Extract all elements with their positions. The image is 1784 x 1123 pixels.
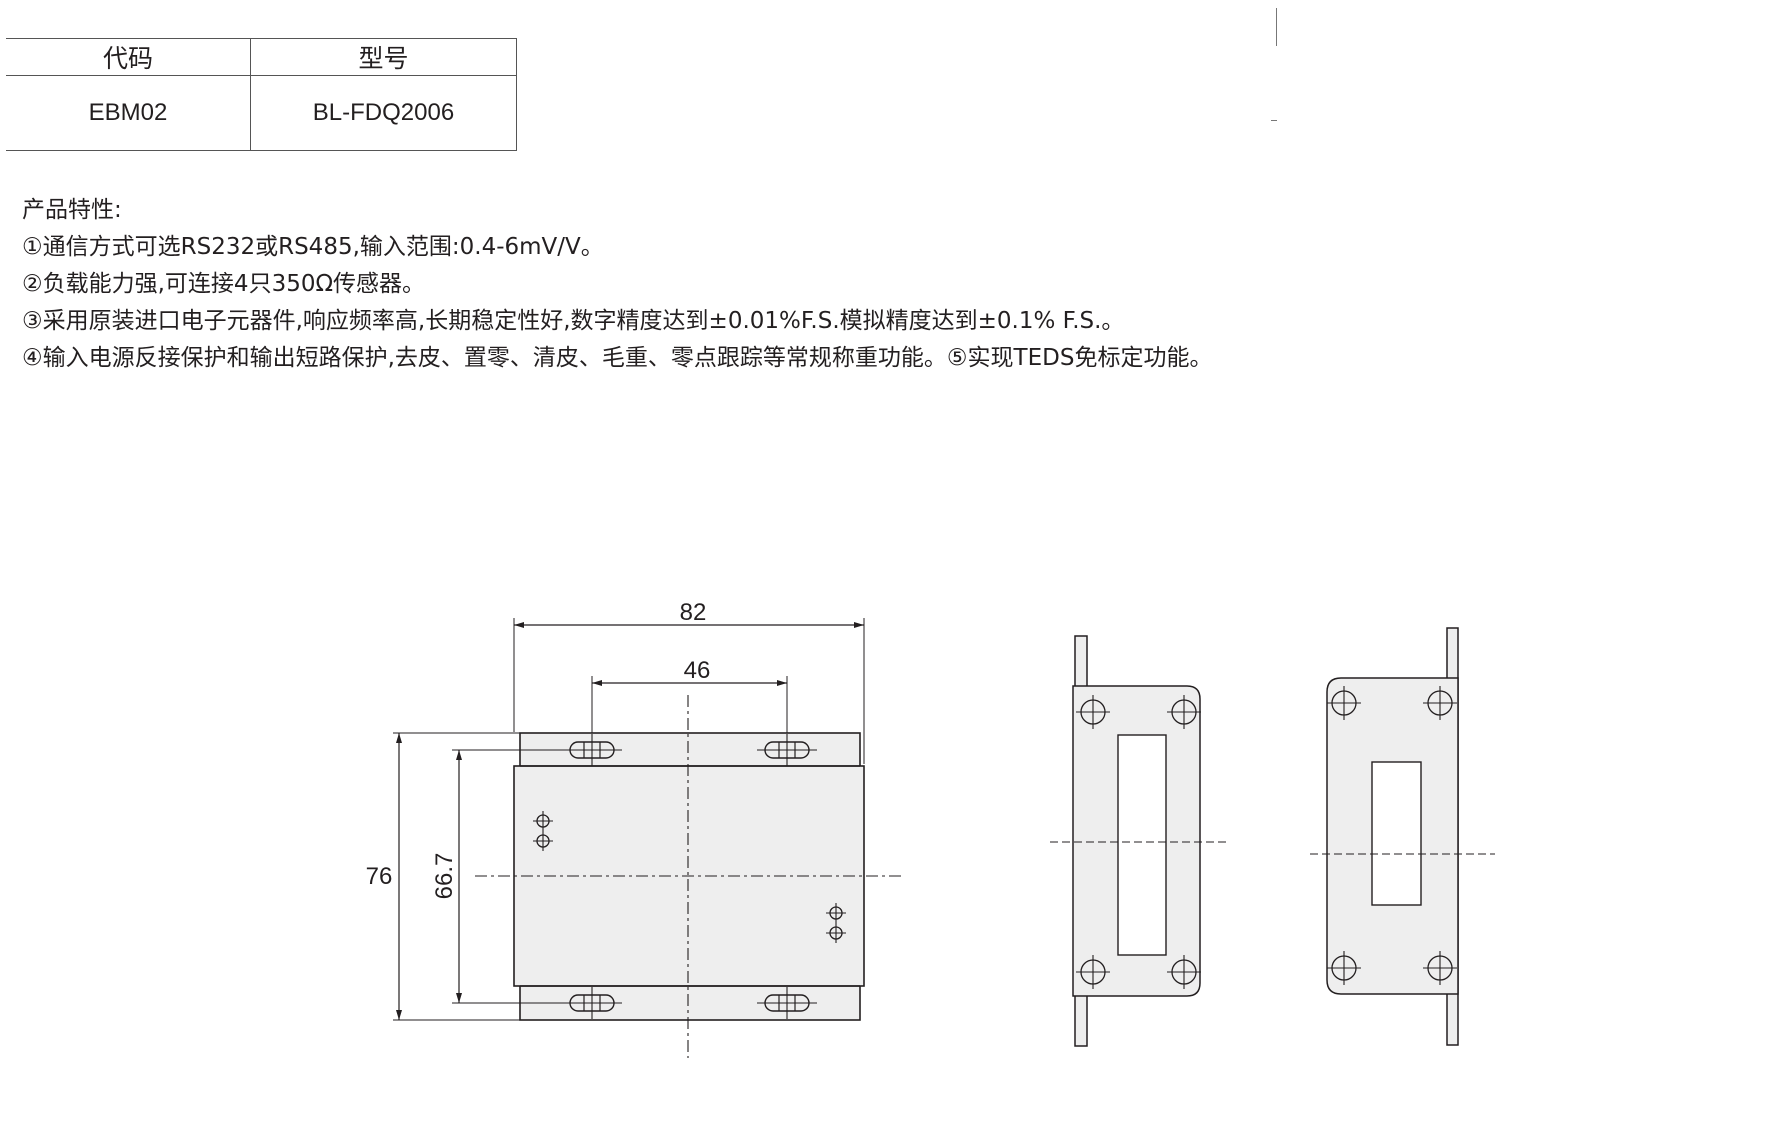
- dim-label-inner-height: 66.7: [431, 853, 458, 900]
- side-view-left: [1050, 635, 1230, 1047]
- dim-label-hole-spacing: 46: [684, 657, 711, 684]
- edge-mark-horizontal: [1271, 120, 1277, 121]
- cell-code: EBM02: [6, 75, 251, 151]
- feature-item-2: ②负载能力强,可连接4只350Ω传感器。: [22, 271, 426, 297]
- side-window: [1117, 734, 1167, 956]
- side-window: [1371, 761, 1422, 906]
- spec-table-header-row: 代码 型号: [6, 38, 517, 76]
- header-code: 代码: [6, 38, 251, 76]
- feature-item-4: ④输入电源反接保护和输出短路保护,去皮、置零、清皮、毛重、零点跟踪等常规称重功能…: [22, 345, 1213, 371]
- product-features: 产品特性: ①通信方式可选RS232或RS485,输入范围:0.4-6mV/V。…: [22, 192, 1212, 377]
- features-title: 产品特性:: [22, 197, 122, 223]
- spec-table: 代码 型号 EBM02 BL-FDQ2006: [6, 38, 517, 151]
- table-row: EBM02 BL-FDQ2006: [6, 75, 517, 151]
- feature-item-3: ③采用原装进口电子元器件,响应频率高,长期稳定性好,数字精度达到±0.01%F.…: [22, 308, 1125, 334]
- front-view: 82 46 76 66.7: [366, 599, 905, 1058]
- cell-model: BL-FDQ2006: [250, 75, 517, 151]
- dim-label-overall-width: 82: [680, 599, 707, 626]
- dim-label-overall-height: 76: [366, 863, 393, 890]
- edge-mark-vertical: [1276, 8, 1277, 46]
- feature-item-1: ①通信方式可选RS232或RS485,输入范围:0.4-6mV/V。: [22, 234, 604, 260]
- side-view-right: [1310, 627, 1495, 1046]
- header-model: 型号: [250, 38, 517, 76]
